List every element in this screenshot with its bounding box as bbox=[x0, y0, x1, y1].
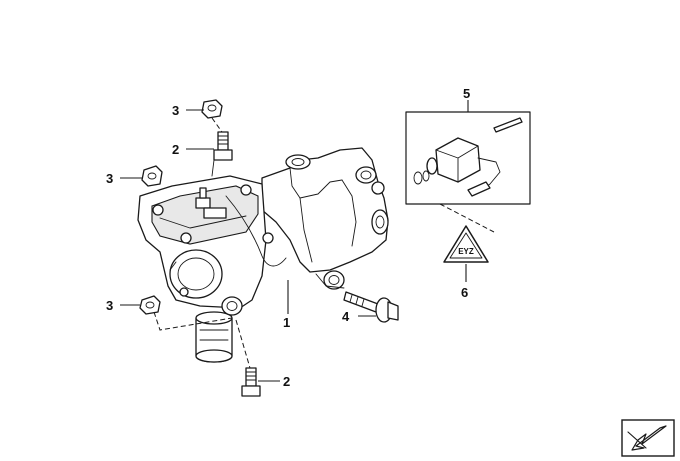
nut-left-upper bbox=[141, 165, 163, 187]
callout-3-left: 3 bbox=[106, 171, 113, 186]
assembly-line-nut-left bbox=[153, 311, 233, 331]
sensor-kit bbox=[413, 117, 523, 197]
assembly-line-sensor bbox=[439, 203, 495, 233]
callout-5: 5 bbox=[463, 86, 470, 101]
callout-2-top: 2 bbox=[172, 142, 179, 157]
nut-left-lower bbox=[139, 295, 161, 315]
warning-label-triangle: EYZ bbox=[443, 225, 489, 263]
assembly-line-bolt-bottom bbox=[235, 319, 251, 369]
callout-1: 1 bbox=[283, 315, 290, 330]
assembly-line-nut-top bbox=[211, 117, 223, 133]
callout-3-top: 3 bbox=[172, 103, 179, 118]
steering-gear-housing bbox=[137, 147, 389, 363]
bolt-with-washer bbox=[343, 291, 399, 323]
bolt-top bbox=[213, 131, 233, 161]
callout-3-bottom-left: 3 bbox=[106, 298, 113, 313]
nut-top bbox=[201, 99, 223, 119]
callout-2-bottom: 2 bbox=[283, 374, 290, 389]
callout-6: 6 bbox=[461, 285, 468, 300]
warning-symbol-text: EYZ bbox=[458, 247, 474, 256]
arrow-down-left-icon[interactable] bbox=[621, 419, 675, 457]
callout-4: 4 bbox=[342, 309, 350, 324]
bolt-bottom bbox=[241, 367, 261, 397]
